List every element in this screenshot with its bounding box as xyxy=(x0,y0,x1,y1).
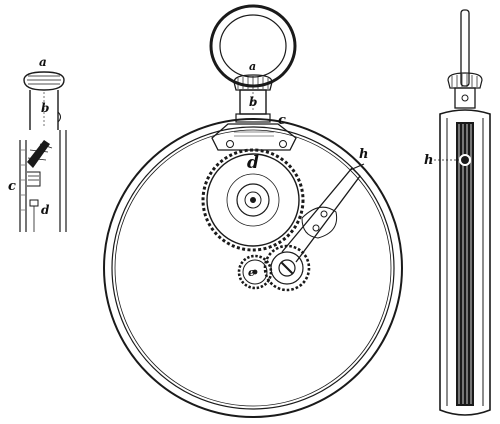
label-edge-h: h xyxy=(424,153,433,168)
label-main-c: c xyxy=(278,113,286,128)
watch-edge-view xyxy=(439,9,491,416)
stem-section-view xyxy=(19,71,67,232)
label-side-c: c xyxy=(8,179,16,194)
label-side-d: d xyxy=(41,203,50,217)
label-main-h: h xyxy=(359,147,368,162)
label-side-a: a xyxy=(39,55,47,69)
label-main-a: a xyxy=(249,60,256,73)
label-side-b: b xyxy=(41,101,49,115)
label-main-e: e xyxy=(248,266,255,279)
watch-front-view xyxy=(103,4,403,418)
label-main-b: b xyxy=(249,95,257,109)
label-main-d: d xyxy=(247,153,259,173)
